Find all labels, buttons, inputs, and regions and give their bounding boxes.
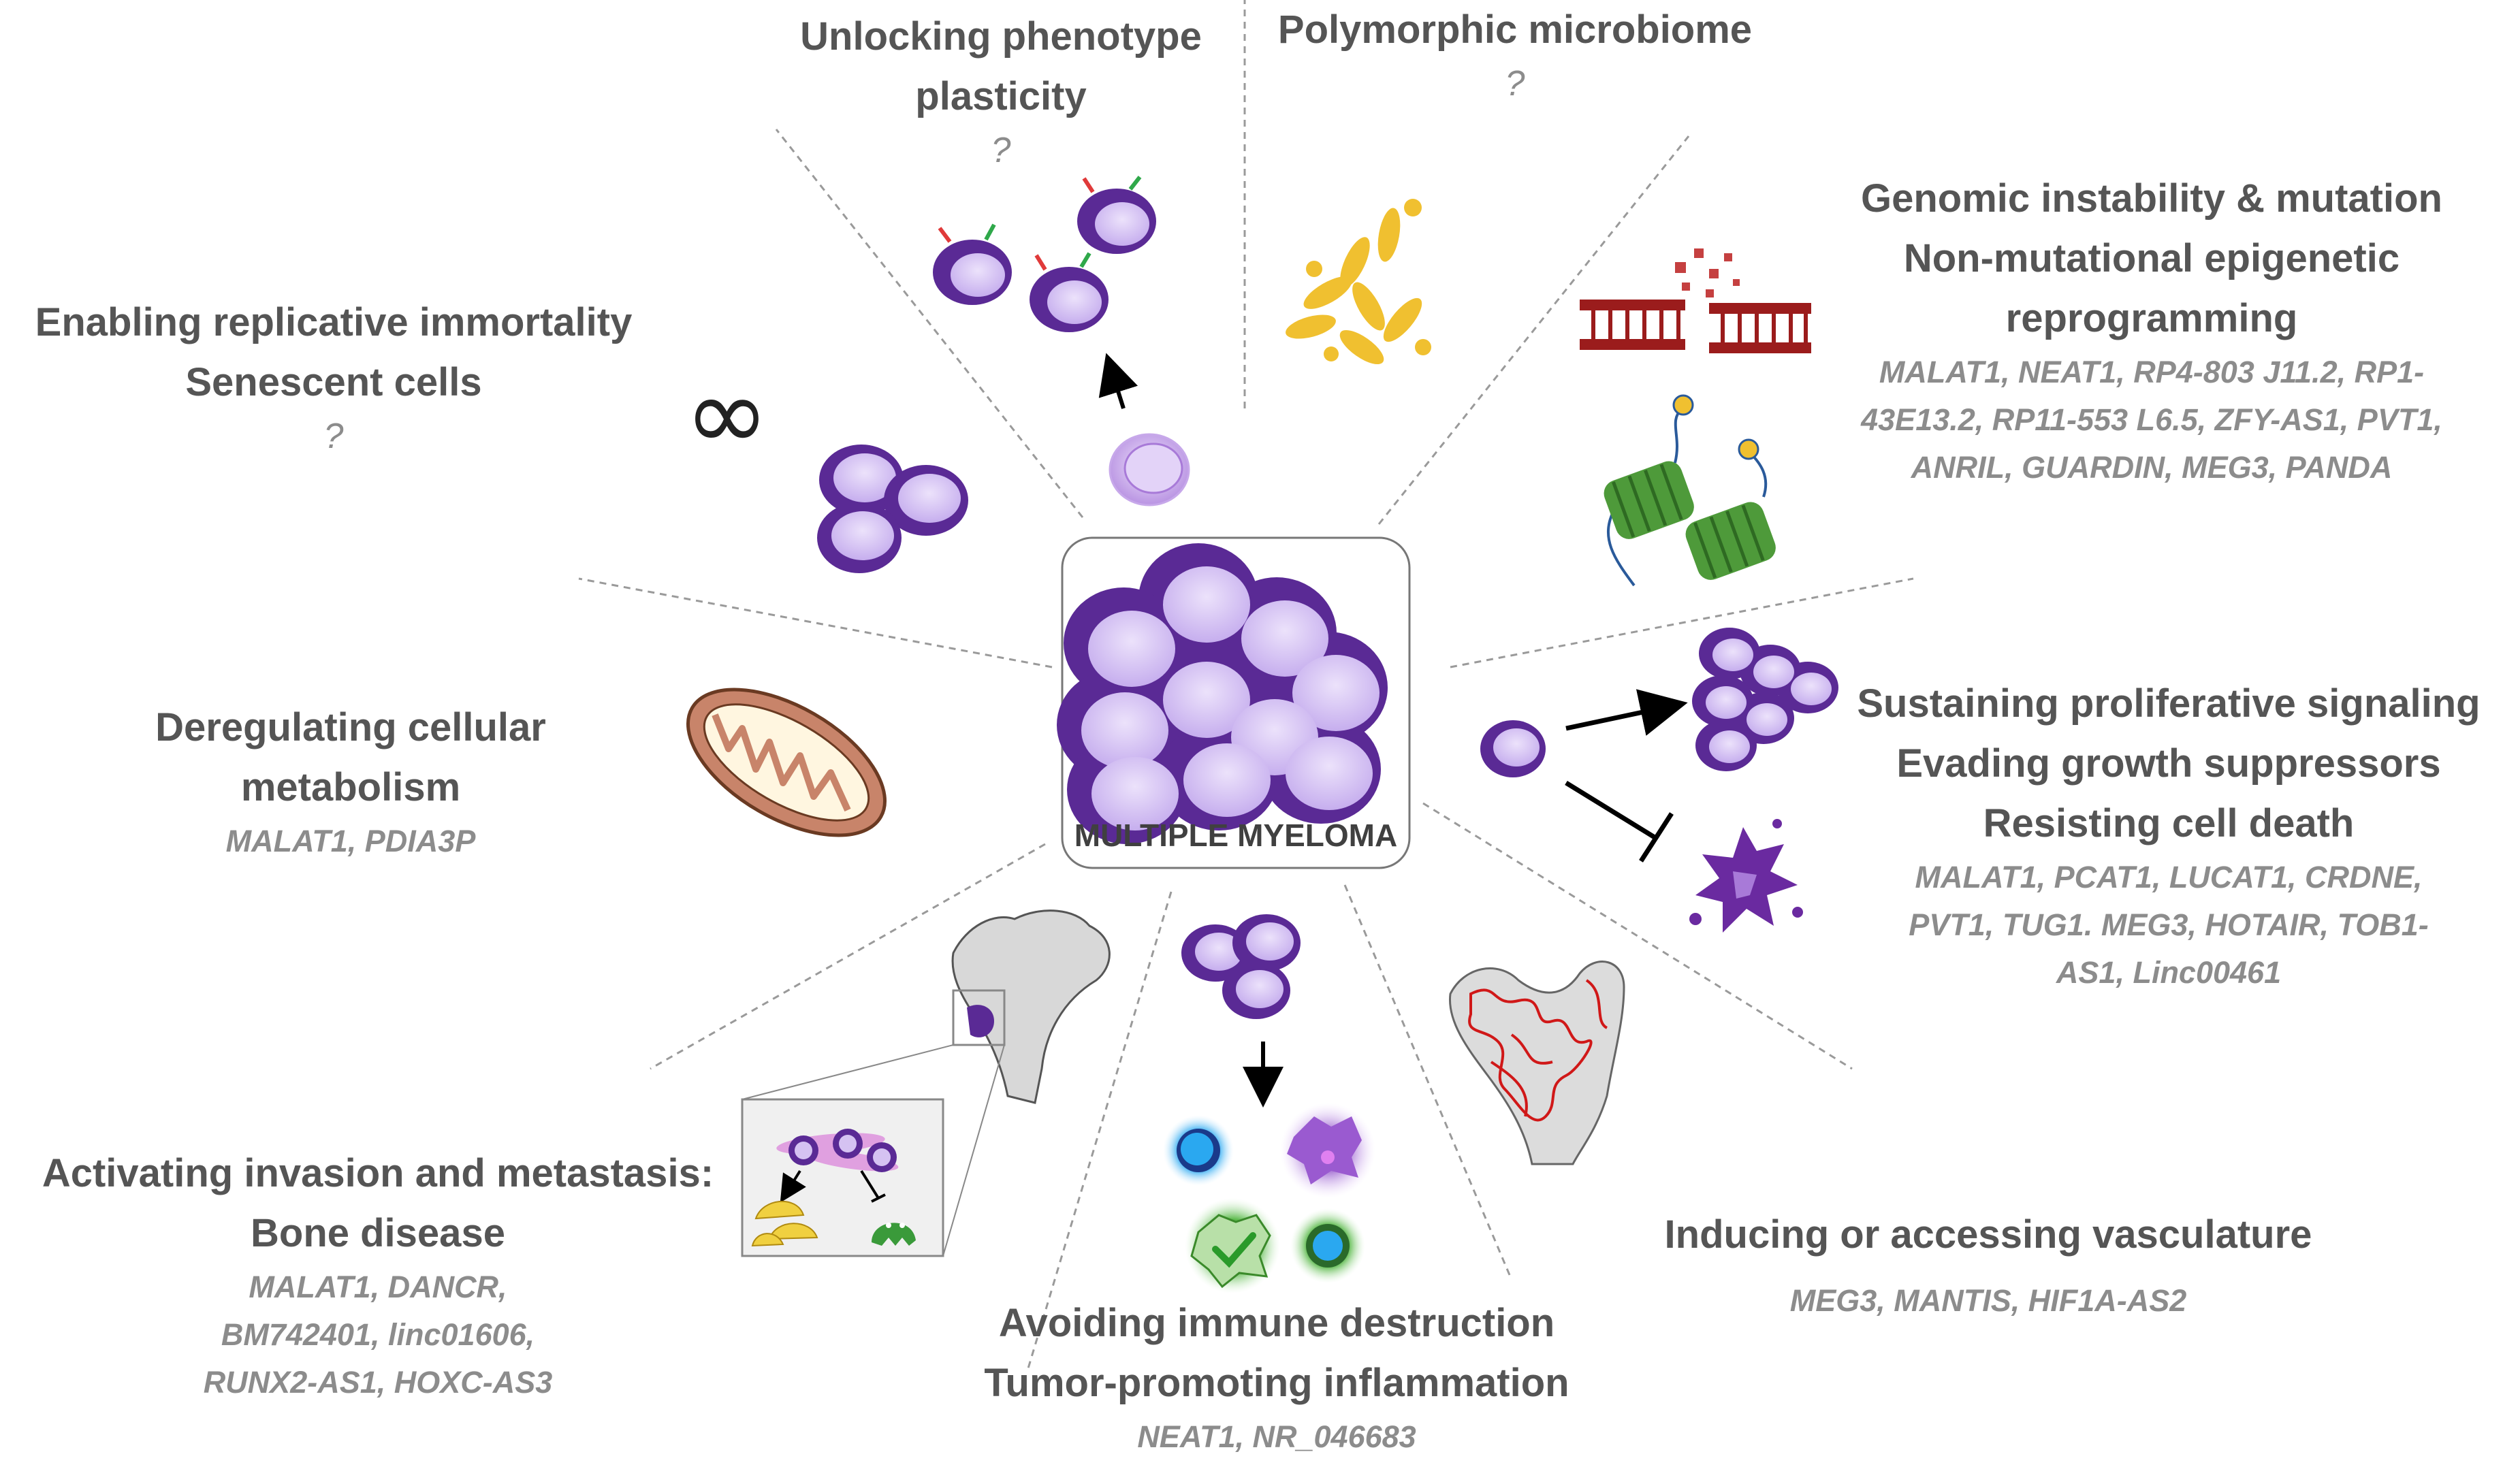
- hallmark-title: Non-mutational epigenetic: [1903, 236, 2400, 280]
- lncrna-list: MALAT1, NEAT1, RP4-803 J11.2, RP1-: [1879, 355, 2425, 389]
- center-myeloma-cluster: [1057, 536, 1411, 869]
- divider-lines: [578, 0, 1914, 1369]
- hallmark-title: metabolism: [240, 765, 461, 809]
- hallmark-genomic: Genomic instability & mutation Non-mutat…: [1811, 169, 2492, 491]
- hallmark-title: Deregulating cellular: [155, 705, 546, 749]
- lncrna-list: RUNX2-AS1, HOXC-AS3: [203, 1365, 553, 1400]
- hallmark-title: Evading growth suppressors: [1896, 741, 2441, 786]
- hallmark-invasion: Activating invasion and metastasis: Bone…: [14, 1144, 742, 1406]
- hallmark-microbiome: Polymorphic microbiome ?: [1249, 0, 1781, 108]
- hallmark-title: Tumor-promoting inflammation: [984, 1361, 1569, 1405]
- hallmark-vasculature: Inducing or accessing vasculature MEG3, …: [1634, 1205, 2342, 1325]
- unknown-mark: ?: [991, 131, 1011, 170]
- hallmark-metabolism: Deregulating cellular metabolism MALAT1,…: [102, 698, 599, 865]
- femur-bone-icon: [742, 909, 1111, 1257]
- unknown-mark: ?: [1505, 64, 1525, 103]
- hallmark-title: Genomic instability & mutation: [1861, 176, 2442, 221]
- hallmark-title: Enabling replicative immortality: [35, 300, 633, 344]
- proliferation-icon: [1480, 628, 1838, 933]
- unknown-mark: ?: [323, 417, 344, 456]
- immune-cell-icon: [1163, 914, 1375, 1293]
- bone-inset-icon: [741, 1098, 944, 1257]
- lncrna-list: PVT1, TUG1. MEG3, HOTAIR, TOB1-: [1909, 907, 2429, 942]
- hallmark-proliferation: Sustaining proliferative signaling Evadi…: [1838, 674, 2499, 997]
- hallmark-immune: Avoiding immune destruction Tumor-promot…: [940, 1293, 1614, 1461]
- dna-ladder-icon: [1580, 248, 1811, 353]
- lncrna-list: MALAT1, PCAT1, LUCAT1, CRDNE,: [1915, 860, 2423, 894]
- center-label: MULTIPLE MYELOMA: [1074, 818, 1398, 853]
- lncrna-list: 43E13.2, RP11-553 L6.5, ZFY-AS1, PVT1,: [1861, 402, 2442, 437]
- lncrna-list: NEAT1, NR_046683: [1137, 1419, 1416, 1454]
- hallmark-title: Senescent cells: [185, 360, 482, 404]
- bacteria-icon: [1286, 199, 1431, 365]
- lncrna-list: AS1, Linc00461: [2056, 955, 2282, 990]
- hallmark-title: plasticity: [915, 74, 1087, 118]
- hallmark-title: Polymorphic microbiome: [1277, 7, 1753, 52]
- immortal-cells-icon: [817, 445, 968, 573]
- lncrna-list: MALAT1, PDIA3P: [225, 824, 476, 858]
- hallmark-title: reprogramming: [2005, 296, 2298, 340]
- hallmark-title: Unlocking phenotype: [800, 14, 1202, 59]
- hallmark-phenotype: Unlocking phenotype plasticity ?: [769, 7, 1232, 174]
- hallmark-title: Resisting cell death: [1983, 801, 2355, 845]
- phenotype-plasticity-icon: [933, 176, 1190, 506]
- hallmark-title: Activating invasion and metastasis:: [42, 1151, 714, 1195]
- mitochondrion-icon: [686, 688, 887, 837]
- hallmark-title: Avoiding immune destruction: [998, 1301, 1555, 1345]
- infinity-icon: ∞: [684, 355, 769, 474]
- hallmark-immortality: Enabling replicative immortality Senesce…: [0, 293, 667, 460]
- lncrna-list: MALAT1, DANCR,: [249, 1270, 507, 1304]
- hallmark-title: Sustaining proliferative signaling: [1857, 681, 2481, 726]
- lncrna-list: ANRIL, GUARDIN, MEG3, PANDA: [1911, 450, 2393, 485]
- hallmark-title: Inducing or accessing vasculature: [1664, 1212, 2312, 1257]
- blood-vessel-bone-icon: [1448, 961, 1625, 1165]
- lncrna-list: BM742401, linc01606,: [221, 1317, 535, 1352]
- nucleosome-icon: [1604, 394, 1776, 587]
- lncrna-list: MEG3, MANTIS, HIF1A-AS2: [1789, 1283, 2187, 1318]
- hallmark-title: Bone disease: [251, 1211, 505, 1255]
